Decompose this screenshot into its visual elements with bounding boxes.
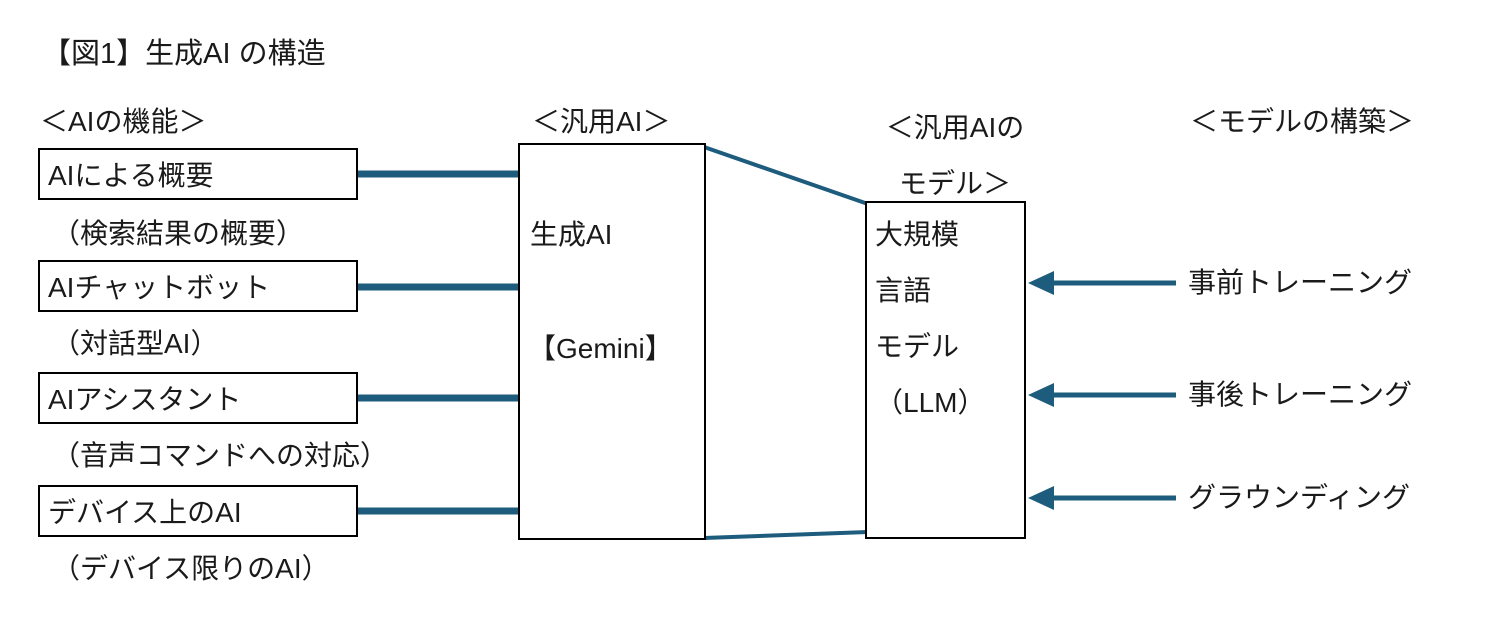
connector-top-diagonal (703, 145, 869, 206)
figure-title: 【図1】生成AI の構造 (42, 38, 326, 70)
header-ai-functions: ＜AIの機能＞ (40, 106, 207, 137)
label-grounding: グラウンディング (1188, 482, 1411, 513)
function-box-ai-chatbot-label: AIチャットボット (48, 272, 271, 303)
function-box-ondevice-ai-label: デバイス上のAI (48, 497, 242, 528)
caption-ai-chatbot: （対話型AI） (52, 328, 219, 359)
header-general-ai: ＜汎用AI＞ (532, 106, 671, 137)
header-model-building: ＜モデルの構築＞ (1190, 106, 1415, 137)
function-box-ai-chatbot: AIチャットボット (38, 260, 358, 312)
arrow-pretraining-head (1028, 271, 1054, 295)
function-box-ondevice-ai: デバイス上のAI (38, 485, 358, 537)
label-pretraining: 事前トレーニング (1188, 267, 1413, 298)
function-box-ai-overview-label: AIによる概要 (48, 160, 214, 191)
function-box-ai-assistant: AIアシスタント (38, 372, 358, 424)
llm-box-line2: 言語 (875, 275, 932, 306)
label-posttraining: 事後トレーニング (1188, 379, 1413, 410)
general-ai-box-line1: 生成AI (530, 219, 613, 250)
caption-ondevice-ai: （デバイス限りのAI） (52, 553, 330, 584)
general-ai-box-line2: 【Gemini】 (528, 333, 673, 364)
header-general-ai-model: ＜汎用AIの モデル＞ (850, 100, 1060, 212)
connector-bottom-diagonal (703, 530, 869, 540)
caption-ai-assistant: （音声コマンドへの対応） (52, 440, 389, 471)
llm-box-line3: モデル (875, 331, 960, 362)
arrow-grounding-head (1028, 486, 1054, 510)
header-general-ai-model-line1: ＜汎用AIの (885, 112, 1025, 143)
general-ai-box: 生成AI 【Gemini】 (518, 143, 706, 540)
llm-box-line4: （LLM） (875, 387, 986, 418)
header-general-ai-model-line2: モデル＞ (898, 168, 1011, 199)
function-box-ai-overview: AIによる概要 (38, 148, 358, 200)
caption-ai-overview: （検索結果の概要） (52, 218, 305, 249)
llm-box-line1: 大規模 (875, 219, 960, 250)
function-box-ai-assistant-label: AIアシスタント (48, 384, 242, 415)
arrow-posttraining-head (1028, 383, 1054, 407)
llm-box: 大規模 言語 モデル （LLM） (865, 201, 1026, 539)
